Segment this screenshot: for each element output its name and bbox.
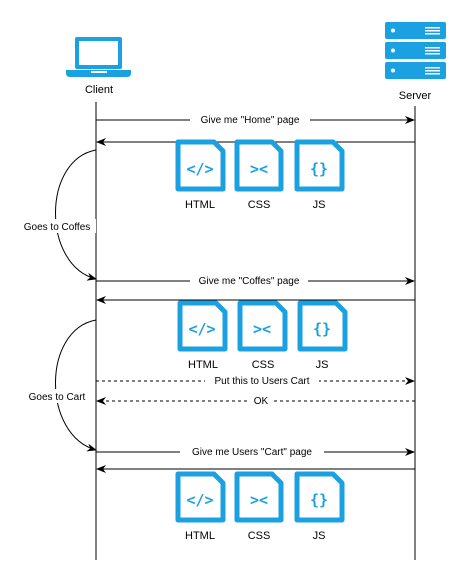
message-label-bg: [205, 374, 319, 387]
message-label: Give me "Coffes" page: [199, 276, 300, 287]
svg-text:</>: </>: [188, 320, 215, 338]
svg-text:</>: </>: [186, 491, 213, 509]
file-label: CSS: [248, 199, 271, 211]
message-label: OK: [254, 396, 269, 407]
server-label: Server: [399, 90, 432, 102]
message-label-bg: [190, 274, 308, 287]
svg-text:{}: {}: [310, 491, 328, 509]
message-2: Give me "Coffes" page: [96, 274, 415, 287]
response-0: </> HTML >< CSS {} JS: [175, 139, 345, 211]
message-label-bg: [249, 394, 273, 407]
css-file-icon: ><: [234, 139, 284, 192]
message-5: OK: [96, 394, 415, 407]
action-1: Goes to Cart: [25, 319, 97, 452]
server-icon: [385, 22, 446, 79]
file-label: CSS: [248, 530, 271, 542]
html-file-icon: </>: [177, 300, 228, 352]
action-label: Goes to Coffes: [24, 222, 91, 233]
client-label: Client: [85, 84, 113, 96]
file-label: JS: [316, 359, 329, 371]
css-file-icon: ><: [234, 471, 284, 523]
message-label: Give me "Home" page: [201, 115, 300, 126]
message-0: Give me "Home" page: [96, 113, 415, 126]
html-file-icon: </>: [175, 139, 226, 192]
file-label: JS: [313, 530, 326, 542]
svg-text:><: ><: [253, 320, 271, 338]
response-2: </> HTML >< CSS {} JS: [175, 471, 345, 542]
js-file-icon: {}: [294, 139, 345, 192]
response-1: </> HTML >< CSS {} JS: [177, 300, 348, 371]
action-0: Goes to Coffes: [20, 149, 97, 281]
message-label-bg: [180, 445, 324, 458]
action-label-bg: [25, 389, 89, 403]
file-label: HTML: [188, 359, 218, 371]
file-label: CSS: [252, 359, 275, 371]
js-file-icon: {}: [294, 471, 345, 523]
svg-text:{}: {}: [310, 160, 328, 178]
file-label: HTML: [185, 199, 215, 211]
svg-text:><: ><: [250, 491, 268, 509]
js-file-icon: {}: [297, 300, 348, 352]
svg-text:><: ><: [250, 160, 268, 178]
laptop-icon: [66, 37, 131, 77]
action-label-bg: [20, 219, 96, 233]
message-4: Put this to Users Cart: [96, 374, 415, 387]
html-file-icon: </>: [175, 471, 226, 523]
message-6: Give me Users "Cart" page: [96, 445, 415, 458]
css-file-icon: ><: [237, 300, 288, 352]
message-label: Put this to Users Cart: [214, 376, 309, 387]
message-label: Give me Users "Cart" page: [192, 447, 312, 458]
file-label: JS: [313, 199, 326, 211]
svg-text:</>: </>: [186, 160, 213, 178]
action-label: Goes to Cart: [29, 392, 86, 403]
file-label: HTML: [185, 530, 215, 542]
message-label-bg: [190, 113, 310, 126]
svg-text:{}: {}: [313, 320, 331, 338]
